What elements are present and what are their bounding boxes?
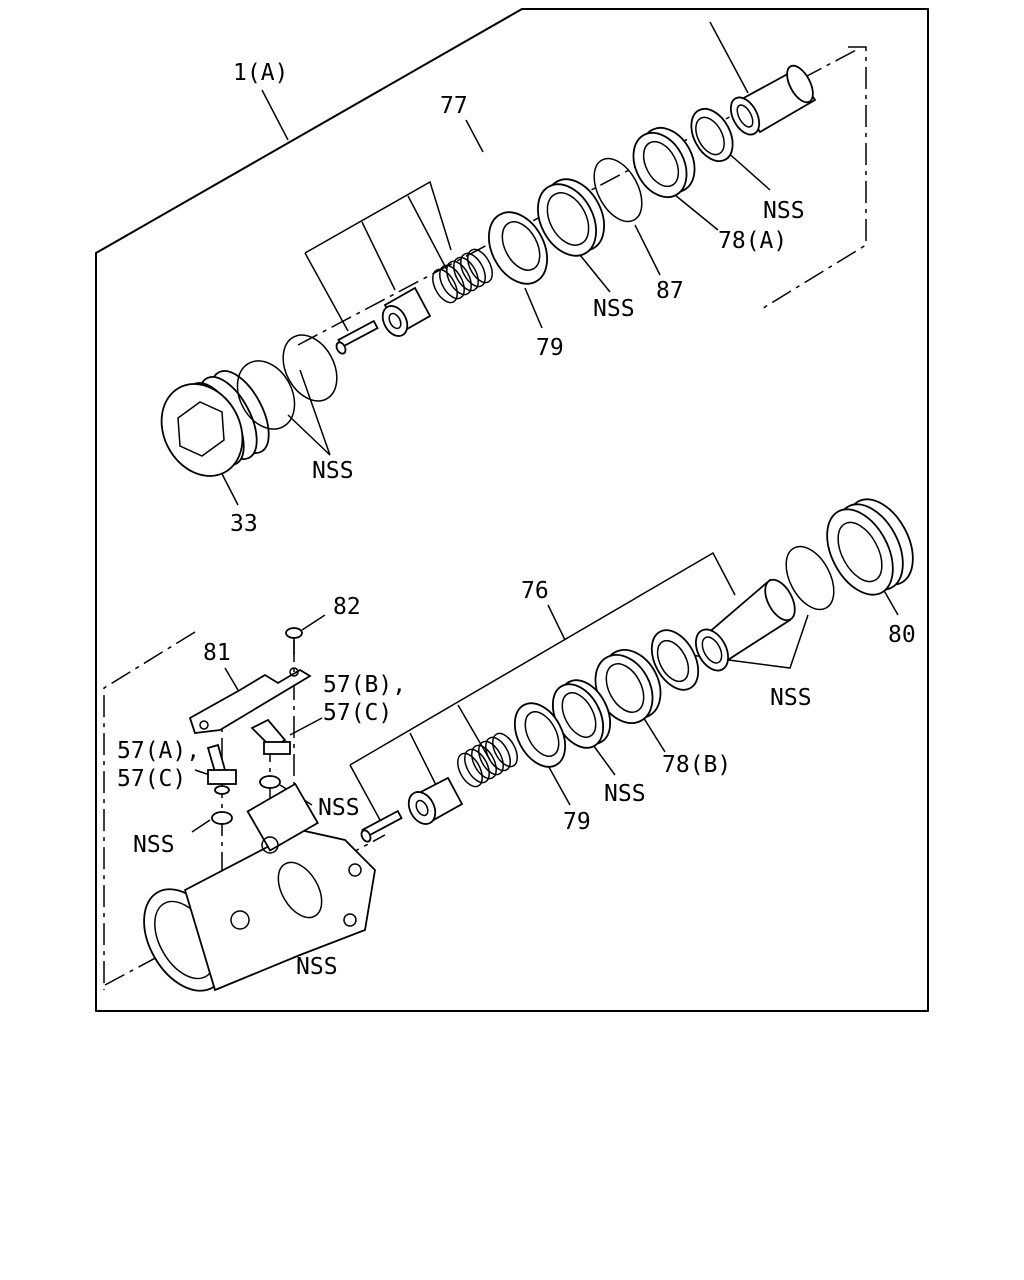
- plug-33: [160, 370, 270, 477]
- seal-lower-right: [650, 629, 700, 691]
- sleeve-lower: [694, 578, 796, 672]
- assembly-frame: [95, 8, 929, 1012]
- label-57b: 57(B),: [323, 672, 406, 698]
- bracket-77-c: [361, 221, 396, 291]
- bracket-77: [304, 180, 452, 254]
- leader-76: [547, 604, 566, 641]
- oring-87: [593, 157, 643, 223]
- screw-82: [285, 627, 303, 655]
- leader-78a: [674, 194, 719, 231]
- bracket-77-b: [304, 252, 349, 332]
- label-79-lower: 79: [563, 809, 591, 835]
- bracket-76-c: [409, 732, 437, 786]
- label-57c-left: 57(C): [117, 766, 186, 792]
- label-80: 80: [888, 622, 916, 648]
- pin-upper: [335, 319, 379, 355]
- washer-lower-left: [211, 811, 233, 825]
- pin-lower: [360, 809, 403, 843]
- leader-77: [465, 119, 484, 153]
- label-nss-lower-left: NSS: [133, 832, 175, 858]
- label-81: 81: [203, 640, 231, 666]
- leader-82: [301, 614, 326, 631]
- seal-upper-right: [690, 107, 734, 163]
- leader-nss-upper-mid: [579, 254, 611, 293]
- label-nss-lower-right: NSS: [770, 685, 812, 711]
- lower-left-callout-bracket: [103, 631, 196, 990]
- upper-right-callout-bracket: [759, 46, 867, 311]
- bracket-76: [349, 551, 736, 766]
- leader-nss-lower-left: [191, 819, 211, 833]
- label-78b: 78(B): [662, 752, 731, 778]
- label-nss-housing: NSS: [296, 954, 338, 980]
- label-57c-right: 57(C): [323, 700, 392, 726]
- label-assembly-1a: 1(A): [233, 60, 288, 86]
- label-nss-lower-mid: NSS: [604, 781, 646, 807]
- oring-upper-2: [282, 334, 338, 402]
- label-33: 33: [230, 511, 258, 537]
- spring-upper: [432, 248, 493, 304]
- label-nss-upper-mid: NSS: [593, 296, 635, 322]
- spring-lower: [457, 732, 518, 788]
- leader-87: [634, 224, 661, 276]
- leader-33: [219, 469, 239, 506]
- sleeve-upper: [729, 64, 817, 136]
- washer-lower-mid: [259, 775, 281, 789]
- leader-nss-upper-left: [287, 369, 331, 456]
- washer-79-lower: [513, 702, 567, 768]
- fitting-57a: [206, 743, 237, 795]
- label-78a: 78(A): [718, 228, 787, 254]
- label-79-upper: 79: [536, 335, 564, 361]
- label-nss-upper-right: NSS: [763, 198, 805, 224]
- oring-lower-right: [785, 545, 835, 611]
- label-82: 82: [333, 594, 361, 620]
- label-87: 87: [656, 278, 684, 304]
- seal-78a: [632, 127, 696, 198]
- seal-78b: [594, 649, 662, 724]
- label-nss-lower-oring: NSS: [318, 795, 360, 821]
- seal-lower-mid: [551, 679, 612, 749]
- seal-upper-mid: [537, 178, 605, 257]
- label-77: 77: [440, 93, 468, 119]
- leader-79-upper: [524, 287, 543, 329]
- leader-nss-upper-right: [724, 149, 771, 191]
- washer-79-upper: [488, 211, 548, 285]
- label-nss-upper-left: NSS: [312, 458, 354, 484]
- plate-81: [188, 667, 312, 734]
- leader-81: [224, 667, 239, 691]
- plug-80: [826, 498, 914, 596]
- piston-upper: [381, 286, 432, 337]
- leader-1a: [261, 89, 289, 141]
- valve-housing: [143, 782, 376, 992]
- oring-upper-1: [236, 360, 296, 430]
- label-57a: 57(A),: [117, 738, 200, 764]
- bracket-76-d: [457, 704, 491, 761]
- label-76: 76: [521, 578, 549, 604]
- bracket-1a-right: [709, 21, 749, 94]
- fitting-57b: [250, 718, 291, 755]
- bracket-77-d: [407, 195, 448, 271]
- leader-57bc: [289, 717, 323, 736]
- bracket-76-b: [349, 764, 381, 821]
- piston-lower: [407, 776, 464, 825]
